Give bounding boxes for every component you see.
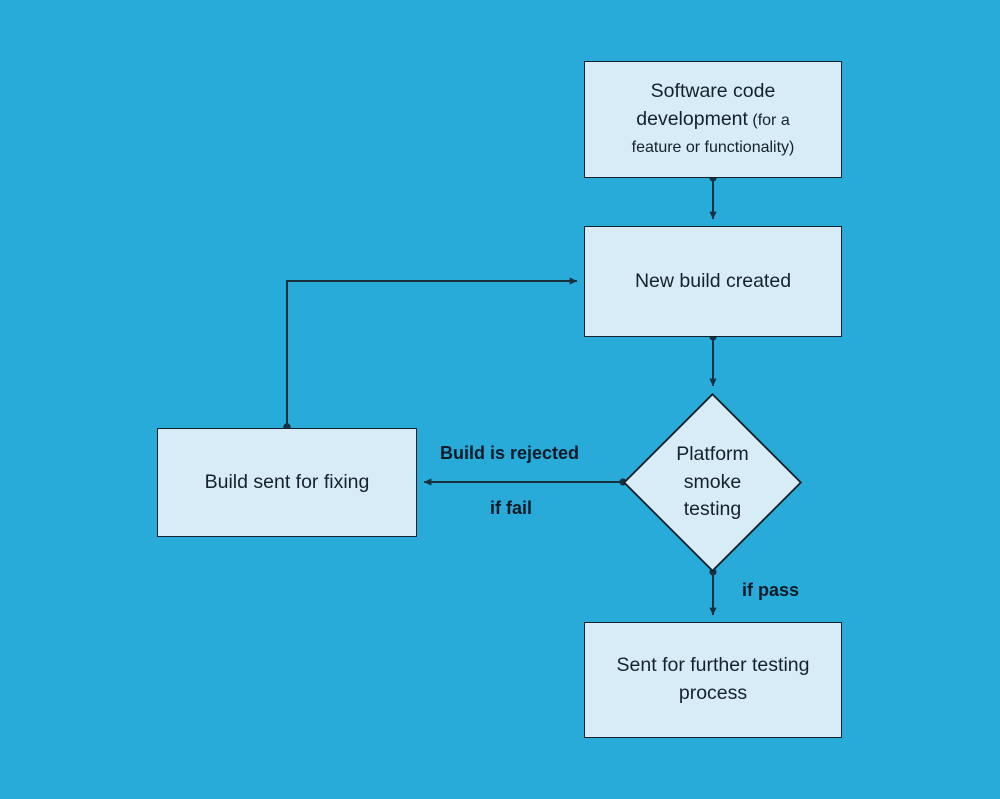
node-build-sent-for-fixing[interactable]: Build sent for fixing — [157, 428, 417, 537]
node-sent-for-further-testing[interactable]: Sent for further testing process — [584, 622, 842, 738]
edge-decision-to-further — [709, 568, 717, 616]
diamond-shape — [623, 393, 802, 572]
edge-decision-to-fixing — [423, 478, 627, 486]
node-new-build-created[interactable]: New build created — [584, 226, 842, 337]
edge-label-if-fail: if fail — [490, 498, 533, 518]
edge-build-to-decision — [709, 333, 717, 387]
node-dev-line2-small: (for a — [747, 111, 790, 129]
node-fixing-label: Build sent for fixing — [204, 470, 370, 493]
edge-dev-to-build — [709, 174, 717, 220]
node-platform-smoke-testing[interactable]: Platform smoke testing — [623, 393, 802, 572]
node-further-line1: Sent for further testing — [616, 654, 810, 677]
node-dev-text: Software code development (for a feature… — [622, 78, 805, 161]
edge-label-if-pass: if pass — [742, 580, 800, 600]
node-further-text: Sent for further testing process — [607, 652, 820, 707]
node-software-code-development[interactable]: Software code development (for a feature… — [584, 61, 842, 178]
edge-fixing-to-build — [283, 277, 578, 431]
node-dev-line3-small: feature or functionality) — [631, 139, 795, 157]
node-dev-line2-main: development — [636, 107, 748, 130]
node-dev-line1: Software code — [650, 79, 776, 102]
node-build-label: New build created — [634, 269, 792, 292]
edge-label-build-is-rejected: Build is rejected — [440, 443, 580, 463]
node-further-line2: process — [678, 682, 748, 704]
